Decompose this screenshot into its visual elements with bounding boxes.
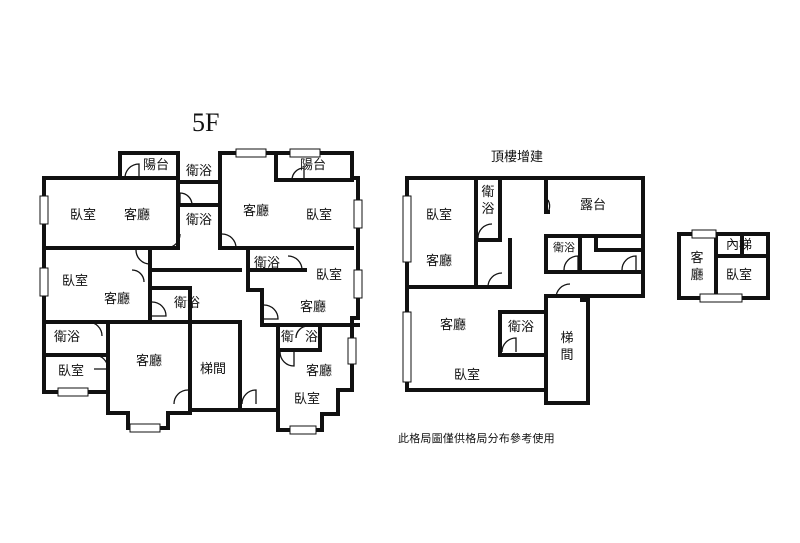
- room-label-balcony-right: 陽台: [300, 158, 327, 173]
- small-label-bedroom: 臥室: [726, 268, 753, 283]
- room-label-living-2: 客廳: [243, 204, 270, 219]
- room-label-bedroom-2: 臥室: [306, 208, 333, 223]
- roof-label-terrace: 露台: [580, 198, 607, 213]
- room-label-bath-6a: 衛: [281, 330, 295, 345]
- floor-5f-walls: [42, 151, 360, 432]
- roof-doors: [477, 199, 637, 353]
- roof-label-bath-3: 衛浴: [508, 320, 535, 335]
- room-label-bedroom-6: 臥室: [294, 392, 321, 407]
- room-label-bath-top: 衛浴: [186, 164, 213, 179]
- roof-title: 頂樓增建: [491, 150, 544, 165]
- room-label-bedroom-4: 臥室: [316, 268, 343, 283]
- room-label-bath-3: 衛浴: [174, 296, 201, 311]
- roof-label-stairs: 梯 間: [559, 330, 575, 364]
- room-label-bath-6b: 浴: [305, 330, 319, 345]
- floor-5f-windows: [39, 148, 363, 435]
- floor-title: 5F: [192, 108, 220, 137]
- room-label-bedroom-5: 臥室: [58, 364, 85, 379]
- room-label-living-5: 客廳: [136, 354, 163, 369]
- roof-label-bath-2: 衛浴: [553, 241, 575, 254]
- room-label-stairs-5f: 梯間: [200, 362, 227, 377]
- room-label-living-4: 客廳: [300, 300, 327, 315]
- small-label-inner-stairs: 內梯: [726, 238, 753, 253]
- roof-label-bath-1: 衛 浴: [480, 184, 496, 218]
- roof-label-living-2: 客廳: [440, 318, 467, 333]
- room-label-living-6: 客廳: [306, 364, 333, 379]
- roof-label-bedroom-2: 臥室: [454, 368, 481, 383]
- room-label-living-1: 客廳: [124, 208, 151, 223]
- small-unit-windows: [691, 229, 743, 303]
- roof-windows: [402, 195, 412, 383]
- room-label-bath-2: 衛浴: [186, 213, 213, 228]
- room-label-bedroom-1: 臥室: [70, 208, 97, 223]
- roof-label-living-1: 客廳: [426, 254, 453, 269]
- roof-label-bedroom-1: 臥室: [426, 208, 453, 223]
- room-label-living-3: 客廳: [104, 292, 131, 307]
- small-label-living: 客廳: [689, 250, 705, 284]
- roof-label-stairs-a: 梯: [560, 331, 574, 346]
- room-label-bath-4: 衛浴: [254, 256, 281, 271]
- room-label-bath-5: 衛浴: [54, 330, 81, 345]
- disclaimer-note: 此格局圖僅供格局分布參考使用: [398, 432, 555, 445]
- roof-walls: [405, 176, 645, 405]
- roof-label-bath-1a: 衛: [481, 185, 495, 200]
- roof-label-stairs-b: 間: [560, 348, 574, 363]
- roof-label-bath-1b: 浴: [481, 202, 495, 217]
- small-label-living-text: 客廳: [690, 251, 704, 283]
- room-label-bedroom-3: 臥室: [62, 274, 89, 289]
- room-label-balcony-left: 陽台: [143, 158, 170, 173]
- floor-5f-doors: [87, 163, 309, 405]
